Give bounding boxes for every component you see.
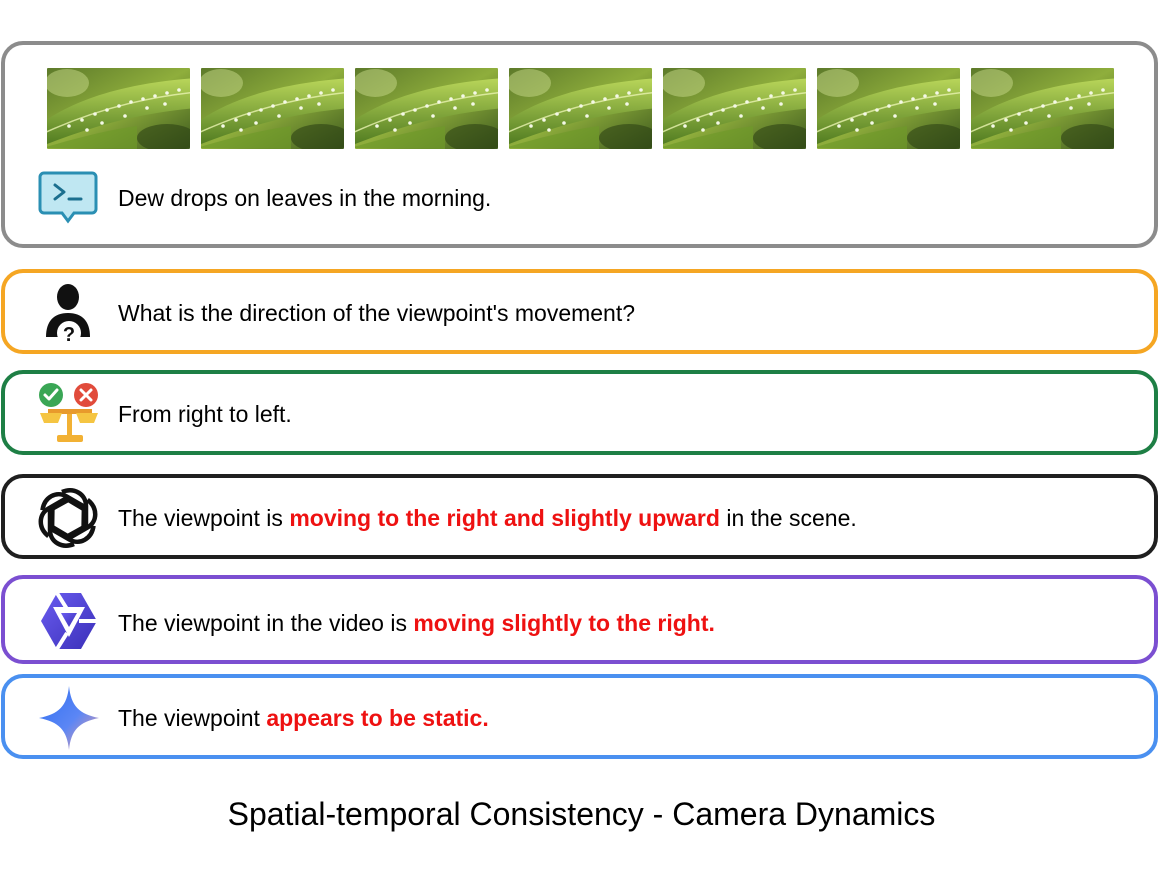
answer-error-highlight: moving slightly to the right. [413,610,715,636]
leaf-dew-thumbnail [355,68,498,149]
qwen-logo-icon [41,591,97,651]
person-question-icon: ? [46,284,90,346]
gemini-logo-icon [39,686,99,750]
terminal-prompt-icon [38,171,98,224]
video-frame[interactable] [201,68,344,149]
video-caption: Dew drops on leaves in the morning. [118,185,492,211]
answer-error-highlight: moving to the right and slightly upward [289,505,720,531]
gemini-answer-text: The viewpoint appears to be static. [118,705,489,732]
qwen-answer-panel: The viewpoint in the video is moving sli… [1,575,1158,664]
gpt-answer-text: The viewpoint is moving to the right and… [118,505,857,532]
video-panel: Dew drops on leaves in the morning. [1,41,1158,248]
openai-logo-icon [38,488,98,548]
ground-truth-panel: From right to left. [1,370,1158,455]
leaf-dew-thumbnail [971,68,1114,149]
answer-prefix: The viewpoint is [118,505,290,531]
leaf-dew-thumbnail [663,68,806,149]
leaf-dew-thumbnail [47,68,190,149]
video-frame[interactable] [817,68,960,149]
gemini-answer-panel: The viewpoint appears to be static. [1,674,1158,759]
video-frame[interactable] [971,68,1114,149]
qwen-answer-text: The viewpoint in the video is moving sli… [118,610,715,637]
judge-scale-check-cross-icon [39,383,98,442]
question-panel: ? What is the direction of the viewpoint… [1,269,1158,354]
video-frame[interactable] [355,68,498,149]
answer-prefix: The viewpoint [118,705,267,731]
answer-error-highlight: appears to be static. [266,705,489,731]
answer-suffix: in the scene. [719,505,857,531]
figure-caption: Spatial-temporal Consistency - Camera Dy… [227,796,936,832]
gpt-answer-panel: The viewpoint is moving to the right and… [1,474,1158,559]
ground-truth-text: From right to left. [118,401,292,427]
leaf-dew-thumbnail [201,68,344,149]
svg-text:?: ? [63,324,75,346]
question-text: What is the direction of the viewpoint's… [118,300,636,326]
video-frames [47,68,1114,149]
video-frame[interactable] [47,68,190,149]
leaf-dew-thumbnail [509,68,652,149]
answer-prefix: The viewpoint in the video is [118,610,414,636]
leaf-dew-thumbnail [817,68,960,149]
video-frame[interactable] [509,68,652,149]
video-frame[interactable] [663,68,806,149]
